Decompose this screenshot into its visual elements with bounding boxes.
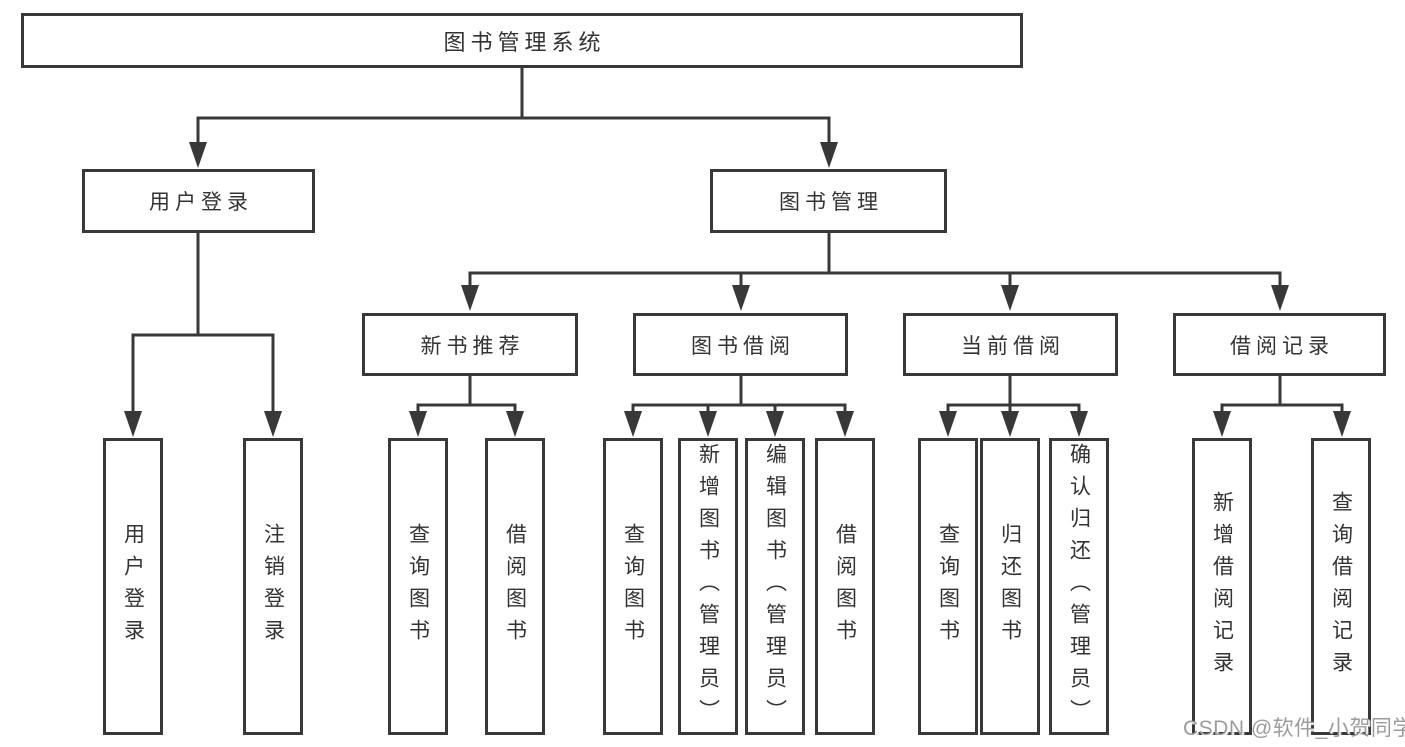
arrow-icon (836, 411, 854, 437)
arrow-heads (124, 142, 1351, 437)
connector-user-login-to-leaves (131, 231, 275, 418)
leaf-node-user-login: 用户登录 (103, 438, 163, 735)
arrow-icon (1333, 411, 1351, 437)
leaf-label: 查询图书 (621, 522, 645, 651)
node-new-book-recommendation: 新书推荐 (362, 313, 578, 376)
leaf-node-borrow-books: 借阅图书 (815, 438, 875, 735)
leaf-node-add-borrow-record: 新增借阅记录 (1192, 438, 1252, 735)
leaf-label: 确认归还（管理员） (1067, 442, 1091, 731)
node-book-management: 图书管理 (710, 169, 947, 233)
node-label: 当前借阅 (961, 334, 1065, 358)
node-label: 图书管理 (779, 191, 883, 214)
node-library-management-system: 图书管理系统 (21, 13, 1023, 68)
leaf-node-return-books: 归还图书 (980, 438, 1040, 735)
connector-root-to-level2 (196, 66, 831, 148)
connector-elbows (131, 66, 1344, 418)
leaf-node-logout: 注销登录 (243, 438, 303, 735)
leaf-label: 新增图书（管理员） (696, 442, 720, 731)
arrow-icon (189, 142, 207, 168)
arrow-icon (766, 411, 784, 437)
node-label: 新书推荐 (420, 334, 525, 358)
connector-current-borrow-to-leaves (946, 374, 1081, 418)
leaf-node-add-books-admin: 新增图书（管理员） (678, 438, 738, 735)
arrow-icon (1070, 411, 1088, 437)
arrow-icon (1213, 411, 1231, 437)
leaf-label: 借阅图书 (503, 522, 527, 651)
leaf-label: 借阅图书 (833, 522, 857, 651)
leaf-label: 查询图书 (936, 522, 960, 651)
arrow-icon (1271, 285, 1289, 311)
leaf-node-query-borrow-record: 查询借阅记录 (1311, 438, 1371, 735)
leaf-node-query-books-borrowing: 查询图书 (603, 438, 663, 735)
arrow-icon (124, 411, 142, 437)
leaf-label: 注销登录 (261, 522, 285, 651)
arrow-icon (1001, 285, 1019, 311)
leaf-label: 归还图书 (998, 522, 1022, 651)
node-user-login: 用户登录 (82, 169, 315, 233)
connector-borrow-records-to-leaves (1220, 374, 1344, 418)
arrow-icon (820, 142, 838, 168)
node-label: 图书管理系统 (443, 29, 606, 55)
node-current-borrowing: 当前借阅 (903, 313, 1118, 376)
arrow-icon (939, 411, 957, 437)
leaf-label: 编辑图书（管理员） (763, 442, 787, 731)
leaf-node-edit-books-admin: 编辑图书（管理员） (745, 438, 805, 735)
arrow-icon (699, 411, 717, 437)
leaf-label: 新增借阅记录 (1210, 490, 1234, 683)
node-label: 图书借阅 (691, 334, 795, 358)
node-label: 用户登录 (149, 191, 253, 214)
arrow-icon (264, 411, 282, 437)
arrow-icon (1001, 411, 1019, 437)
leaf-label: 查询借阅记录 (1329, 490, 1353, 683)
leaf-node-query-books-recommend: 查询图书 (388, 438, 448, 735)
node-book-borrowing: 图书借阅 (633, 313, 848, 376)
connector-book-mgmt-to-level3 (468, 231, 1282, 292)
node-label: 借阅记录 (1230, 334, 1334, 358)
csdn-watermark: CSDN @软件_小贺同学 (1183, 717, 1405, 740)
leaf-label: 查询图书 (406, 522, 430, 651)
leaf-node-borrow-books-recommend: 借阅图书 (485, 438, 545, 735)
arrow-icon (732, 285, 750, 311)
connector-book-borrow-to-leaves (631, 374, 847, 418)
arrow-icon (461, 285, 479, 311)
leaf-label: 用户登录 (121, 522, 145, 651)
arrow-icon (624, 411, 642, 437)
leaf-node-confirm-return-admin: 确认归还（管理员） (1049, 438, 1109, 735)
connector-new-book-rec-to-leaves (416, 374, 517, 418)
arrow-icon (409, 411, 427, 437)
leaf-node-query-books-current: 查询图书 (918, 438, 978, 735)
arrow-icon (506, 411, 524, 437)
node-borrowing-records: 借阅记录 (1173, 313, 1386, 376)
